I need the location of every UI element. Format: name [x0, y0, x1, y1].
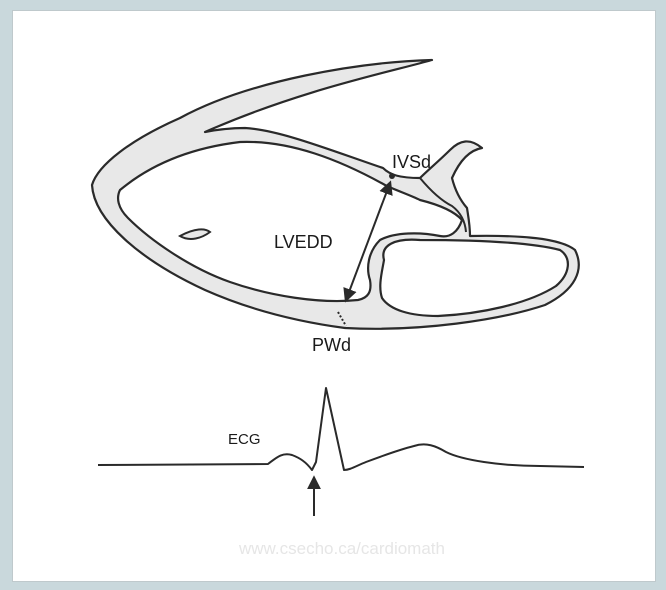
ivsd-label: IVSd — [392, 152, 431, 172]
ecg-label: ECG — [228, 431, 261, 448]
watermark-text: www.csecho.ca/cardiomath — [238, 539, 445, 558]
pwd-label: PWd — [312, 335, 351, 355]
lvedd-label: LVEDD — [274, 232, 333, 252]
ivsd-point-marker — [389, 173, 395, 179]
ecg-trace — [98, 388, 584, 470]
